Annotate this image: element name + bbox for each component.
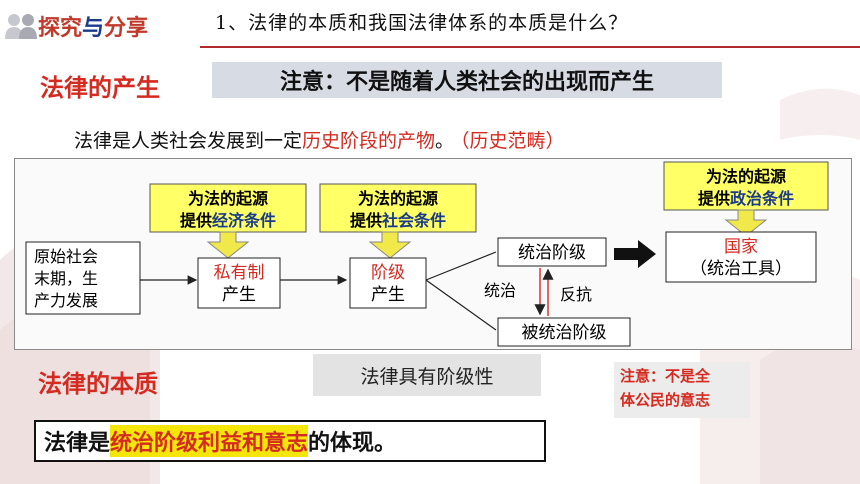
- essence-statement: 法律是统治阶级利益和意志的体现。: [34, 420, 546, 462]
- condition-box-social: 为法的起源 提供社会条件: [319, 183, 477, 233]
- svg-text:为法的起源: 为法的起源: [358, 189, 438, 208]
- heading-origin: 法律的产生: [40, 74, 160, 102]
- svg-text:提供社会条件: 提供社会条件: [350, 211, 446, 230]
- badge-title: 探究与分享: [38, 16, 149, 41]
- svg-text:为法的起源: 为法的起源: [706, 167, 786, 186]
- svg-text:统治阶级: 统治阶级: [518, 243, 586, 263]
- question-title: 1、法律的本质和我国法律体系的本质是什么？: [215, 12, 629, 34]
- note-origin: 注意：不是随着人类社会的出现而产生: [212, 62, 722, 98]
- svg-text:国家: 国家: [724, 237, 758, 257]
- heading-essence: 法律的本质: [38, 370, 158, 398]
- svg-text:为法的起源: 为法的起源: [188, 189, 268, 208]
- header-rule: [200, 46, 860, 48]
- label-rule: 统治: [484, 281, 516, 300]
- condition-box-economic: 为法的起源 提供经济条件: [149, 183, 307, 233]
- svg-text:提供经济条件: 提供经济条件: [180, 211, 276, 230]
- box-state: 国家 （统治工具）: [665, 231, 817, 283]
- section-badge: 探究与分享: [4, 6, 200, 46]
- svg-text:提供政治条件: 提供政治条件: [698, 189, 794, 208]
- box-class: 阶级 产生: [349, 257, 427, 309]
- svg-text:产力发展: 产力发展: [34, 291, 98, 310]
- label-resist: 反抗: [560, 285, 592, 304]
- box-ruled-class: 被统治阶级: [497, 317, 631, 347]
- note-not-all-citizens: 注意：不是全 体公民的意志: [614, 362, 750, 418]
- svg-text:私有制: 私有制: [214, 263, 265, 283]
- condition-box-political: 为法的起源 提供政治条件: [663, 161, 829, 211]
- thick-arrow: [614, 240, 656, 268]
- start-box: 原始社会 末期，生 产力发展: [25, 241, 141, 315]
- svg-text:被统治阶级: 被统治阶级: [522, 323, 607, 343]
- down-arrow-2: [368, 231, 412, 259]
- box-ruling-class: 统治阶级: [497, 237, 607, 267]
- origin-sentence: 法律是人类社会发展到一定历史阶段的产物。（历史范畴）: [74, 130, 565, 152]
- svg-text:产生: 产生: [222, 285, 256, 305]
- svg-text:（统治工具）: （统治工具）: [690, 259, 792, 279]
- people-icon: [5, 14, 37, 39]
- down-arrow-1: [206, 231, 250, 259]
- svg-text:原始社会: 原始社会: [34, 247, 98, 266]
- svg-text:末期，生: 末期，生: [34, 269, 98, 288]
- svg-text:阶级: 阶级: [371, 263, 405, 283]
- box-private-ownership: 私有制 产生: [197, 257, 281, 309]
- svg-text:产生: 产生: [371, 285, 405, 305]
- down-arrow-3: [724, 209, 768, 237]
- note-class-nature: 法律具有阶级性: [313, 354, 541, 396]
